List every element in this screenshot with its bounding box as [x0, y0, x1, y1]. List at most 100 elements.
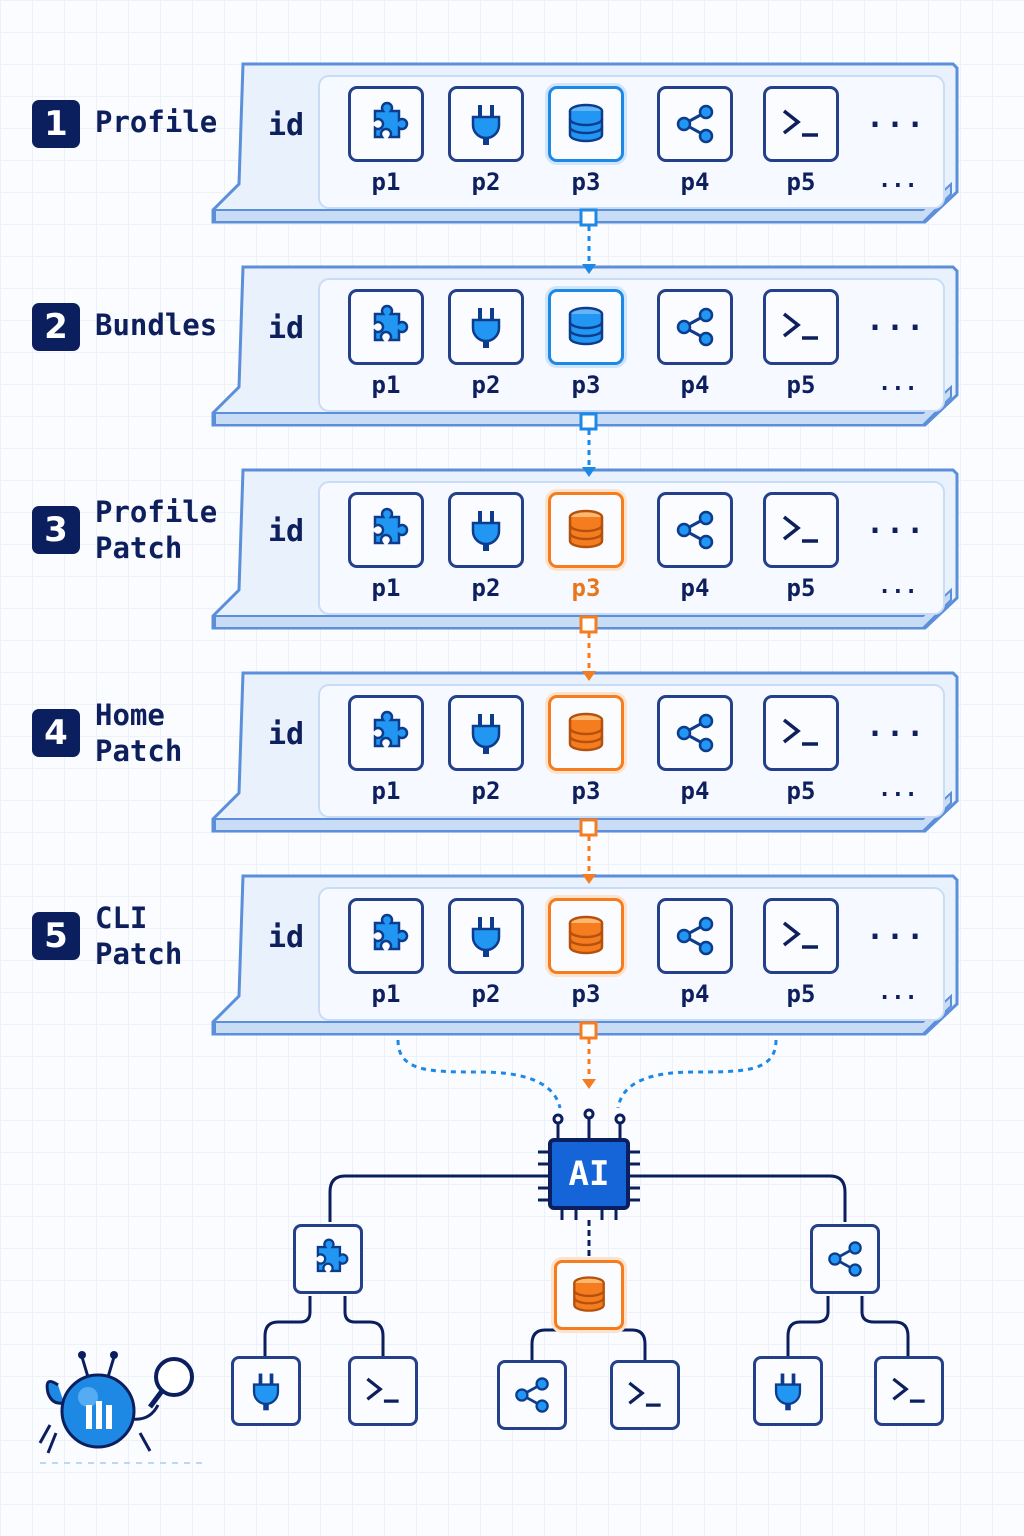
plugin-tile-p4	[657, 492, 733, 568]
plugin-tile-p3	[548, 86, 624, 162]
plugin-tile-p4	[657, 289, 733, 365]
tree-leaf-terminal	[610, 1360, 680, 1430]
plugin-label: p4	[680, 168, 710, 196]
plugin-label: p5	[786, 980, 816, 1008]
plugin-label: p3	[571, 777, 601, 805]
plugin-tile-p5	[763, 695, 839, 771]
more-labels-ellipsis: ...	[878, 168, 918, 193]
puzzle-icon	[305, 1236, 351, 1282]
step-title: CLI Patch	[95, 901, 183, 971]
plugin-label: p1	[371, 168, 401, 196]
step-title: Home Patch	[95, 698, 183, 768]
plug-icon	[765, 1368, 811, 1414]
plugin-tile-p3	[548, 289, 624, 365]
plugin-label: p1	[371, 371, 401, 399]
plugin-label: p5	[786, 371, 816, 399]
id-label: id	[268, 717, 305, 752]
share-icon	[822, 1236, 868, 1282]
plugin-tile-p2	[448, 86, 524, 162]
step-row-2: 2 Bundles id p1 p2 p3 p4 p5......	[0, 263, 1024, 443]
plugin-tile-p4	[657, 86, 733, 162]
plugin-label: p5	[786, 168, 816, 196]
id-label: id	[268, 514, 305, 549]
more-labels-ellipsis: ...	[878, 371, 918, 396]
plugin-label: p4	[680, 980, 710, 1008]
more-items-ellipsis: ...	[866, 303, 927, 338]
terminal-icon	[886, 1368, 932, 1414]
plugin-tile-p5	[763, 86, 839, 162]
ai-chip-label: AI	[568, 1154, 610, 1194]
plugin-label: p3	[571, 980, 601, 1008]
tree-leaf-terminal	[348, 1356, 418, 1426]
tree-node-database	[554, 1260, 624, 1330]
more-items-ellipsis: ...	[866, 709, 927, 744]
terminal-icon	[360, 1368, 406, 1414]
more-items-ellipsis: ...	[866, 912, 927, 947]
more-labels-ellipsis: ...	[878, 980, 918, 1005]
id-label: id	[268, 920, 305, 955]
plugin-label: p1	[371, 980, 401, 1008]
plugin-label: p3	[571, 371, 601, 399]
plugin-tile-p3	[548, 695, 624, 771]
step-title: Bundles	[95, 308, 218, 342]
plugin-label: p2	[471, 980, 501, 1008]
more-items-ellipsis: ...	[866, 506, 927, 541]
plugin-label: p4	[680, 574, 710, 602]
step-row-4: 4 Home Patch id p1 p2 p3 p4 p5......	[0, 669, 1024, 849]
plugin-tile-p2	[448, 695, 524, 771]
plugin-label: p5	[786, 574, 816, 602]
plugin-label: p2	[471, 168, 501, 196]
layer-connectors	[579, 208, 598, 1089]
step-number-badge: 5	[32, 912, 80, 960]
plugin-tile-p1	[348, 492, 424, 568]
more-items-ellipsis: ...	[866, 100, 927, 135]
plugin-tile-p5	[763, 289, 839, 365]
tree-leaf-share	[497, 1360, 567, 1430]
step-number-badge: 4	[32, 709, 80, 757]
step-row-5: 5 CLI Patch id p1 p2 p3 p4 p5......	[0, 872, 1024, 1052]
step-title: Profile	[95, 105, 218, 139]
id-label: id	[268, 311, 305, 346]
plugin-tile-p1	[348, 86, 424, 162]
tree-leaf-plug	[231, 1356, 301, 1426]
plugin-tile-p4	[657, 898, 733, 974]
tree-leaf-terminal	[874, 1356, 944, 1426]
plugin-label: p2	[471, 777, 501, 805]
step-title: Profile Patch	[95, 495, 218, 565]
plugin-tile-p2	[448, 492, 524, 568]
step-number-badge: 1	[32, 100, 80, 148]
plugin-tile-p1	[348, 898, 424, 974]
step-row-1: 1 Profile id p1 p2 p3 p4 p5......	[0, 60, 1024, 240]
plugin-label: p3	[571, 168, 601, 196]
plugin-label: p2	[471, 371, 501, 399]
ai-chip: AI	[548, 1138, 630, 1210]
terminal-icon	[622, 1372, 668, 1418]
step-row-3: 3 Profile Patch id p1 p2 p3 p4 p5......	[0, 466, 1024, 646]
share-icon	[509, 1372, 555, 1418]
plugin-tile-p4	[657, 695, 733, 771]
plugin-tile-p2	[448, 898, 524, 974]
more-labels-ellipsis: ...	[878, 574, 918, 599]
step-number-badge: 2	[32, 303, 80, 351]
id-label: id	[268, 108, 305, 143]
plugin-tile-p5	[763, 492, 839, 568]
plugin-label: p4	[680, 777, 710, 805]
tree-node-puzzle	[293, 1224, 363, 1294]
plugin-label: p1	[371, 574, 401, 602]
plugin-label: p1	[371, 777, 401, 805]
step-number-badge: 3	[32, 506, 80, 554]
plugin-label: p5	[786, 777, 816, 805]
more-labels-ellipsis: ...	[878, 777, 918, 802]
plugin-label: p2	[471, 574, 501, 602]
tree-leaf-plug	[753, 1356, 823, 1426]
crab-mascot-icon	[38, 1351, 205, 1464]
plugin-label: p4	[680, 371, 710, 399]
database-icon	[566, 1272, 612, 1318]
plugin-tile-p1	[348, 289, 424, 365]
plugin-tile-p2	[448, 289, 524, 365]
plugin-tile-p3	[548, 492, 624, 568]
plugin-tile-p3	[548, 898, 624, 974]
plugin-label: p3	[571, 574, 601, 602]
plugin-tile-p5	[763, 898, 839, 974]
